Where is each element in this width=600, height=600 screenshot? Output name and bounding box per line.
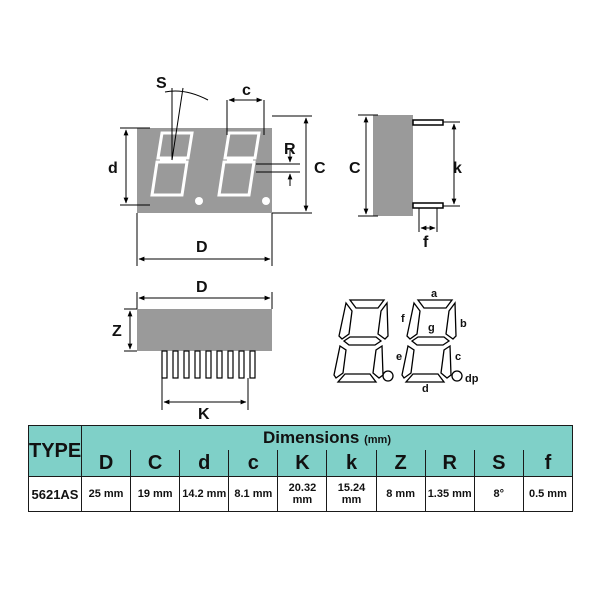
col-header-f: f: [522, 450, 574, 477]
bottom-label-K: K: [198, 406, 210, 423]
front-dp-1: [195, 197, 203, 205]
front-digit-1: [150, 131, 194, 197]
side-view: C k f: [349, 114, 462, 251]
segment-labels: a b f g e c d dp: [396, 288, 479, 395]
front-label-c: c: [242, 82, 251, 99]
value-R: 1.35 mm: [424, 476, 475, 512]
seg-label-f: f: [401, 313, 405, 325]
col-header-c: c: [228, 450, 279, 477]
front-label-D: D: [196, 239, 208, 256]
seg-label-g: g: [428, 322, 435, 334]
front-label-R: R: [284, 141, 296, 158]
col-header-R: R: [424, 450, 475, 477]
side-pin-top: [412, 119, 444, 126]
value-Z: 8 mm: [375, 476, 426, 512]
dimensions-table: TYPE Dimensions (mm) D C d c K k Z R S f…: [28, 425, 574, 512]
seg-label-b: b: [460, 318, 467, 330]
side-label-f: f: [423, 234, 429, 251]
seg-label-e: e: [396, 351, 402, 363]
bottom-body: [137, 309, 272, 351]
value-k: 15.24 mm: [326, 476, 377, 512]
bottom-view: D Z K: [112, 279, 273, 423]
col-header-k: k: [326, 450, 377, 477]
value-D: 25 mm: [80, 476, 132, 512]
bottom-pins: [161, 350, 256, 379]
bottom-label-Z: Z: [112, 323, 122, 340]
side-label-k: k: [453, 160, 462, 177]
col-header-C: C: [130, 450, 181, 477]
front-dp-2: [262, 197, 270, 205]
front-view: d C D c S R: [108, 75, 326, 266]
table-row: 5621AS 25 mm 19 mm 14.2 mm 8.1 mm 20.32 …: [28, 476, 574, 512]
dimensions-title: Dimensions (mm): [81, 425, 573, 450]
side-label-C: C: [349, 160, 361, 177]
value-c: 8.1 mm: [228, 476, 279, 512]
seg-label-dp: dp: [465, 373, 479, 385]
seg-label-a: a: [431, 288, 438, 300]
col-header-Z: Z: [375, 450, 426, 477]
value-K: 20.32 mm: [277, 476, 328, 512]
segment-diagram: [333, 299, 463, 383]
front-label-S: S: [156, 75, 167, 92]
value-d: 14.2 mm: [179, 476, 230, 512]
front-label-C: C: [314, 160, 326, 177]
value-C: 19 mm: [130, 476, 181, 512]
value-f: 0.5 mm: [522, 476, 574, 512]
side-body: [373, 115, 413, 216]
front-label-d: d: [108, 160, 118, 177]
col-header-K: K: [277, 450, 328, 477]
value-S: 8°: [473, 476, 524, 512]
col-header-D: D: [80, 450, 132, 477]
bottom-label-D: D: [196, 279, 208, 296]
display-dimension-diagram: d C D c S R C: [108, 75, 479, 423]
type-header: TYPE: [28, 425, 82, 477]
front-digit-2: [217, 131, 261, 197]
col-header-S: S: [473, 450, 524, 477]
col-header-d: d: [179, 450, 230, 477]
type-value: 5621AS: [28, 476, 82, 512]
seg-label-c: c: [455, 351, 461, 363]
dimensions-unit: (mm): [364, 434, 391, 446]
seg-label-d: d: [422, 383, 429, 395]
side-pin-bottom: [412, 202, 444, 209]
